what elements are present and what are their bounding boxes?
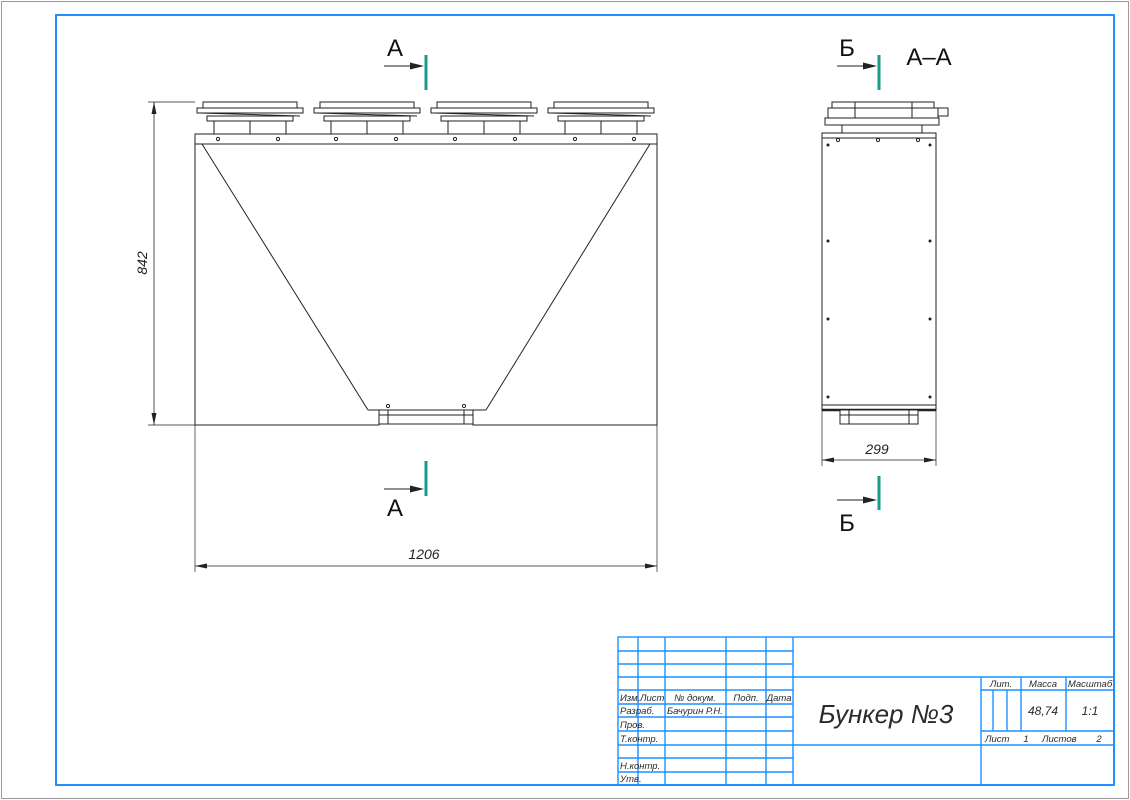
dim-width — [194, 425, 658, 572]
flange-4 — [547, 101, 655, 135]
side-dim-width — [821, 410, 937, 466]
tb-row-razrab: Разраб. — [620, 706, 654, 717]
tb-sheets-value: 2 — [1095, 734, 1102, 745]
side-dim-width-label: 299 — [864, 441, 889, 457]
hopper-left-slope — [201, 143, 369, 411]
hopper-body — [194, 144, 658, 426]
tb-row-tkontr: Т.контр. — [620, 734, 658, 745]
tb-mass-label: Масса — [1029, 679, 1057, 690]
section-b-bottom-label: Б — [839, 510, 855, 537]
tb-row-nkontr: Н.контр. — [620, 761, 660, 772]
side-view — [821, 101, 949, 466]
tb-sheets-label: Листов — [1041, 734, 1077, 745]
title-block-text: Изм. Лист № докум. Подп. Дата Разраб. Ба… — [619, 679, 1113, 785]
side-body — [821, 132, 937, 411]
title-block — [617, 636, 1115, 786]
dim-width-label: 1206 — [408, 546, 439, 562]
tb-developer: Бачурин Р.Н. — [667, 706, 723, 717]
outlet-flange — [378, 409, 474, 425]
tb-header-sign: Подп. — [733, 693, 758, 704]
tb-sheet-label: Лист — [984, 734, 1010, 745]
tb-header-list: Лист — [639, 693, 665, 704]
flange-3 — [430, 101, 538, 135]
top-plate — [194, 133, 658, 145]
tb-scale-value: 1:1 — [1082, 704, 1099, 718]
flange-1 — [196, 101, 304, 135]
section-a-top-label: А — [387, 35, 403, 62]
front-view — [148, 101, 658, 572]
drawing-frame — [55, 14, 1115, 786]
section-b-top-label: Б — [839, 35, 855, 62]
side-view-title: А–А — [906, 44, 951, 71]
tb-sheet-value: 1 — [1023, 734, 1028, 745]
tb-row-prov: Пров. — [620, 720, 645, 731]
tb-scale-label: Масштаб — [1068, 679, 1113, 690]
tb-header-date: Дата — [765, 693, 791, 704]
section-a-top — [384, 55, 428, 90]
section-b-bottom — [837, 476, 881, 510]
tb-header-izm: Изм. — [620, 693, 640, 704]
tb-drawing-title: Бункер №3 — [819, 699, 954, 729]
side-outlet — [839, 409, 919, 425]
tb-mass-value: 48,74 — [1028, 704, 1058, 718]
hopper-right-slope — [485, 143, 651, 411]
section-a-bottom — [384, 461, 428, 496]
top-plate-holes — [215, 136, 637, 142]
section-a-bottom-label: А — [387, 495, 403, 522]
section-b-top — [837, 55, 881, 90]
dim-height — [148, 101, 195, 426]
flange-2 — [313, 101, 421, 135]
tb-lit-label: Лит. — [989, 679, 1012, 690]
tb-row-utv: Утв. — [619, 774, 642, 785]
tb-header-doc: № докум. — [674, 693, 716, 704]
dim-height-label: 842 — [134, 251, 150, 275]
